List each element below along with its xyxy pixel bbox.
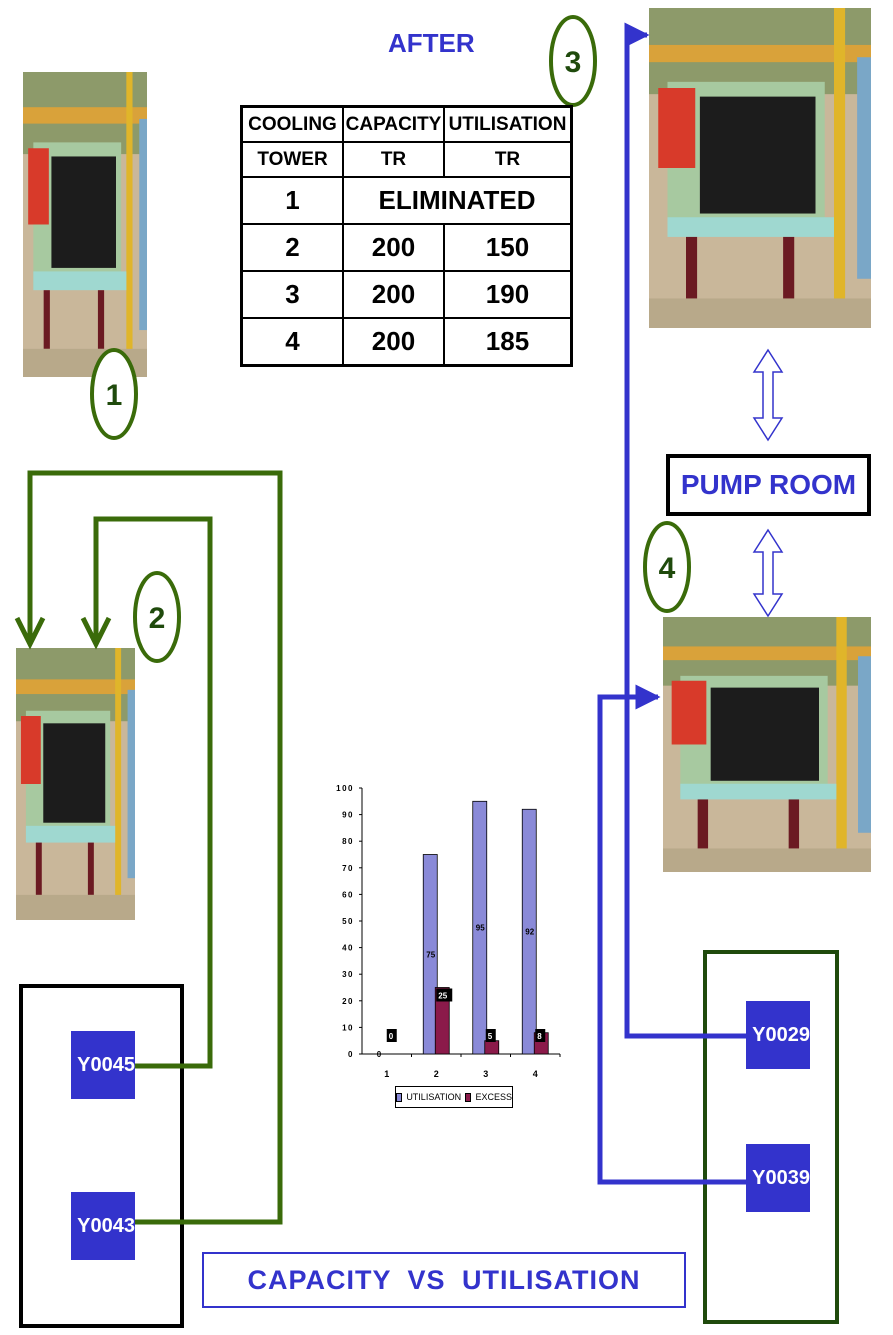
table-row: 3 200 190 [240, 270, 573, 319]
table-row: 1 ELIMINATED [240, 176, 573, 225]
legend-label: EXCESS [475, 1092, 512, 1102]
table-header-row: TOWER TR TR [240, 141, 573, 178]
marker-circle [549, 15, 597, 107]
double-arrow [752, 348, 784, 442]
table-cell: 200 [342, 270, 445, 319]
chart-data-label: 25 [438, 992, 447, 1001]
chart-data-label: 0 [389, 1032, 394, 1041]
chart-bar-utilisation [521, 808, 537, 1055]
marker-circle [133, 571, 181, 663]
chart-x-tick-label: 2 [434, 1069, 439, 1079]
left-valve-group-box [19, 984, 184, 1328]
table-cell: 200 [342, 223, 445, 272]
marker-circle [643, 521, 691, 613]
cooling-tower-2-photo [16, 648, 135, 920]
arrow-head [14, 616, 46, 650]
chart-y-tick-label: 50 [342, 917, 354, 926]
chart-bar-excess [434, 987, 450, 1055]
chart-data-label: 5 [488, 1032, 493, 1041]
table-header-cell: TOWER [240, 141, 344, 178]
chart-x-tick-label: 4 [533, 1069, 538, 1079]
chart-y-tick-label: 10 [342, 1023, 354, 1032]
tag-y0043: Y0043 [71, 1192, 135, 1260]
marker-number: 3 [565, 46, 582, 79]
chart-x-tick-label: 3 [483, 1069, 488, 1079]
right-valve-group-box [703, 950, 839, 1324]
pipe-y0045-to-tower-2 [93, 516, 213, 1069]
chart-y-tick-label: 90 [342, 811, 354, 820]
chart-data-label: 0 [377, 1050, 382, 1059]
chart-data-label: 8 [537, 1032, 542, 1041]
capacity-vs-utilisation-label: CAPACITY VS UTILISATION [202, 1252, 686, 1308]
legend-swatch-excess [465, 1092, 472, 1102]
cooling-tower-1-photo [23, 72, 147, 377]
table-row: 4 200 185 [240, 317, 573, 367]
table-cell: 2 [240, 223, 344, 272]
chart-y-tick-label: 100 [336, 784, 354, 793]
pipe-y0039-to-tower-4 [597, 684, 746, 1185]
pump-room-box: PUMP ROOM [666, 454, 871, 516]
chart-y-tick-label: 20 [342, 997, 354, 1006]
legend-swatch-utilisation [396, 1092, 403, 1102]
chart-data-label: 92 [525, 928, 534, 937]
double-arrow [752, 528, 784, 618]
table-header-cell: TR [443, 141, 573, 178]
table-cell-eliminated: ELIMINATED [342, 176, 573, 225]
table-cell: 190 [443, 270, 573, 319]
chart-y-tick-label: 0 [348, 1050, 354, 1059]
tag-y0029: Y0029 [746, 1001, 810, 1069]
table-row: 2 200 150 [240, 223, 573, 272]
table-header-cell: CAPACITY [342, 105, 445, 143]
table-cell: 200 [342, 317, 445, 367]
tag-y0045: Y0045 [71, 1031, 135, 1099]
chart-bar-excess [484, 1040, 500, 1055]
marker-number: 2 [149, 602, 166, 635]
chart-x-tick-label: 1 [384, 1069, 389, 1079]
chart-data-label-bg [386, 1029, 397, 1042]
chart-bar-utilisation [422, 854, 438, 1055]
chart-data-label-bg [485, 1029, 496, 1042]
legend-label: UTILISATION [406, 1092, 462, 1102]
chart-data-label: 75 [426, 950, 435, 959]
chart-y-tick-label: 30 [342, 970, 354, 979]
table-cell: 4 [240, 317, 344, 367]
tag-y0039: Y0039 [746, 1144, 810, 1212]
chart-y-tick-label: 80 [342, 837, 354, 846]
chart-y-tick-label: 70 [342, 864, 354, 873]
table-cell: 150 [443, 223, 573, 272]
table-header-cell: UTILISATION [443, 105, 573, 143]
cooling-tower-table: COOLING CAPACITY UTILISATION TOWER TR TR… [240, 105, 573, 367]
marker-circle [90, 348, 138, 440]
chart-y-tick-label: 40 [342, 944, 354, 953]
after-title: AFTER [388, 28, 475, 58]
table-cell: 3 [240, 270, 344, 319]
table-header-cell: TR [342, 141, 445, 178]
cooling-tower-4-photo [663, 617, 871, 872]
table-header-cell: COOLING [240, 105, 344, 143]
marker-number: 4 [659, 552, 676, 585]
chart-legend: UTILISATION EXCESS [395, 1086, 513, 1108]
chart-data-label-bg [436, 988, 453, 1002]
pipe-y0029-to-tower-3 [624, 22, 746, 1039]
table-cell: 1 [240, 176, 344, 225]
marker-number: 1 [106, 379, 123, 412]
table-cell: 185 [443, 317, 573, 367]
chart-data-label-bg [535, 1029, 546, 1042]
cooling-tower-3-photo [649, 8, 871, 328]
chart-y-tick-label: 60 [342, 890, 354, 899]
chart-data-label: 95 [476, 924, 485, 933]
table-header-row: COOLING CAPACITY UTILISATION [240, 105, 573, 143]
pipe-y0043-to-tower-2 [27, 470, 283, 1225]
chart-bar-utilisation [472, 800, 488, 1055]
arrow-head [80, 616, 112, 650]
